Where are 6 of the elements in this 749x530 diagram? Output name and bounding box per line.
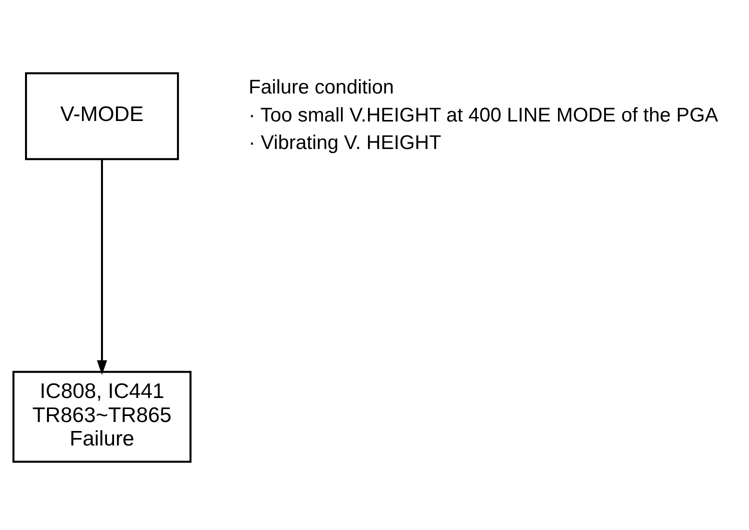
arrow xyxy=(96,158,108,374)
node-box: V-MODE xyxy=(25,72,179,160)
label: · Vibrating V. HEIGHT xyxy=(248,132,442,154)
node-box: IC808, IC441 TR863~TR865 Failure xyxy=(12,370,192,462)
label: · Too small V.HEIGHT at 400 LINE MODE of the PGA xyxy=(248,104,718,126)
label: Failure condition xyxy=(248,76,394,98)
